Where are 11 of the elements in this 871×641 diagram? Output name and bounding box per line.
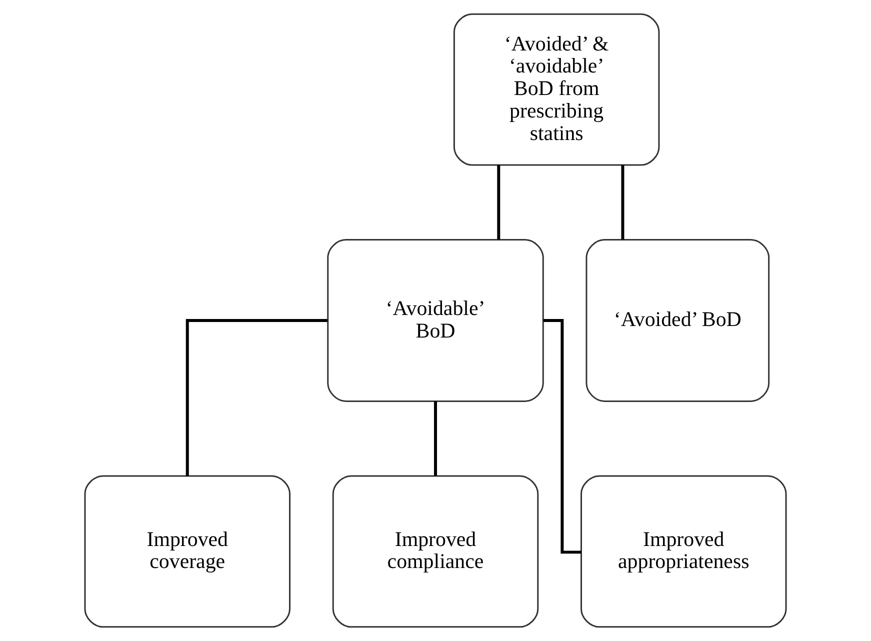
node-box: Improved appropriateness <box>580 475 787 628</box>
node-box: ‘Avoidable’ BoD <box>327 239 544 402</box>
connector <box>186 319 328 476</box>
node-box: ‘Avoided’ & ‘avoidable’ BoD from prescribing statins <box>453 13 660 166</box>
node-box: ‘Avoided’ BoD <box>586 239 770 402</box>
node-box: Improved compliance <box>332 475 539 628</box>
connector <box>434 401 437 476</box>
node-box: Improved coverage <box>84 475 290 628</box>
connector <box>621 165 624 240</box>
connector <box>543 319 582 554</box>
connector <box>497 165 500 240</box>
